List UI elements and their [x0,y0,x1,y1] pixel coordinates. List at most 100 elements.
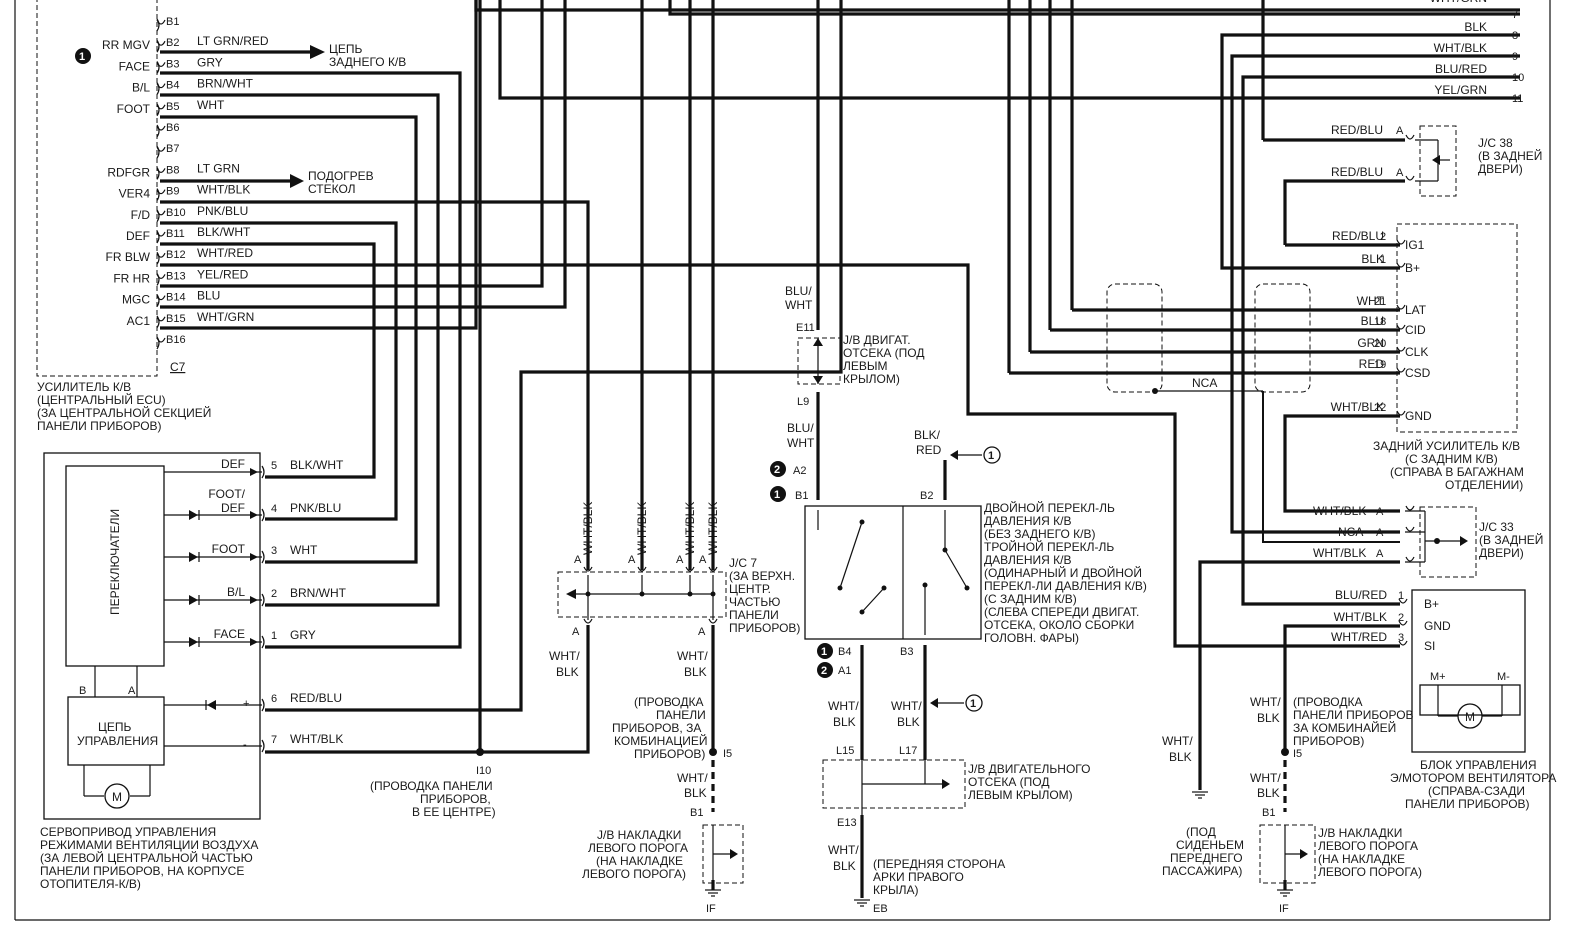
svg-text:ПАНЕЛИ ПРИБОРОВ, НА КОРПУСЕ: ПАНЕЛИ ПРИБОРОВ, НА КОРПУСЕ [40,864,244,878]
ecu-wire-color: BLU [197,289,220,303]
svg-text:A: A [1376,527,1384,539]
ecu-pin-label: RDFGR [107,165,150,179]
jc7-pin-in: A [676,554,684,566]
center-blk-red: BLK/ [914,428,941,442]
svg-text:1: 1 [774,489,780,501]
seat-caption: (ПОД СИДЕНЬЕМ ПЕРЕДНЕГО ПАССАЖИРА) [1162,825,1244,878]
pressure-switch-contacts [817,510,970,635]
fan-inner-box [1419,684,1521,716]
svg-text:(ЗА ВЕРХН.: (ЗА ВЕРХН. [729,569,795,583]
ecu-pin-label: FR HR [113,271,150,285]
sill-jb-right-caption: J/B НАКЛАДКИ ЛЕВОГО ПОРОГА (НА НАКЛАДКЕ … [1318,826,1422,879]
ecu-pin-mark [156,39,160,53]
control-circuit-label: ЦЕПЬ [98,720,132,734]
center-wht-blk-l: WHT/ [828,699,859,713]
fan-m-plus: M+ [1430,671,1446,683]
ecu-pin-mark [156,18,160,32]
ecu-wire-color: YEL/RED [197,267,249,281]
svg-text:ПАНЕЛИ ПРИБОРОВ): ПАНЕЛИ ПРИБОРОВ) [37,419,162,433]
svg-text:ПЕРЕДНЕГО: ПЕРЕДНЕГО [1170,851,1243,865]
fan-m-minus: M- [1497,671,1510,683]
svg-text:1: 1 [970,698,976,710]
jc7-harness-caption: (ПРОВОДКА ПАНЕЛИ ПРИБОРОВ, ЗА КОМБИНАЦИЕ… [612,695,708,761]
ecu-pin-b4: B4 [166,80,179,92]
svg-text:УСИЛИТЕЛЬ К/В: УСИЛИТЕЛЬ К/В [37,380,131,394]
ecu-wire-color: LT GRN/RED [197,34,269,48]
ground-if-right-icon [1277,880,1293,897]
jc38-wire-2: RED/BLU [1331,165,1383,179]
callout-2-a1: 2 [817,662,833,678]
servo-wire-color: BRN/WHT [290,586,347,600]
svg-text:BLK: BLK [833,859,856,873]
servo-pin-label: FOOT [212,542,246,556]
ecu-pin-mark [156,294,160,307]
ground-eb: EB [873,903,888,915]
svg-text:КОМБИНАЦИЕЙ: КОМБИНАЦИЕЙ [614,733,708,748]
svg-text:СТЕКОЛ: СТЕКОЛ [308,182,356,196]
switch-desc-line: ОТСЕКА, ОКОЛО СБОРКИ [984,618,1134,632]
svg-text:J/C 7: J/C 7 [729,556,757,570]
center-a2: A2 [793,465,806,477]
svg-text:ОТДЕЛЕНИИ): ОТДЕЛЕНИИ) [1445,478,1523,492]
fan-motor-icon: M [1437,685,1503,729]
switch-desc-line: (СЛЕВА СПЕРЕДИ ДВИГАТ. [984,605,1139,619]
rear-amp-pin-num: 19 [1374,359,1386,371]
ecu-pin-label: B/L [132,81,150,95]
ecu-wire-color: GRY [197,55,223,69]
svg-text:В ЕЕ ЦЕНТРЕ): В ЕЕ ЦЕНТРЕ) [412,805,496,819]
jc33-wire-1: WHT/BLK [1313,504,1366,518]
ecu-pin-b13: B13 [166,270,186,282]
ecu-wire-color: WHT/BLK [197,183,250,197]
svg-text:ПРИБОРОВ): ПРИБОРОВ) [634,747,705,761]
svg-text:ЛЕВОГО ПОРОГА): ЛЕВОГО ПОРОГА) [582,867,686,881]
rear-amp-pin-num: 22 [1374,402,1386,414]
rear-amp-wire: RED/BLU [1332,229,1384,243]
jb-engine-lower [822,759,966,809]
servo-pin-label: DEF [221,457,245,471]
servo-motor-icon: M [83,765,151,809]
svg-text:BLK: BLK [684,786,707,800]
svg-text:ОТСЕКА (ПОД: ОТСЕКА (ПОД [968,775,1049,789]
ecu-pin-mark [156,336,160,350]
servo-pin-num: 3 [271,545,277,557]
jc7-out-wire-r: WHT/ [677,649,708,663]
callout-1-b3: 1 [930,694,983,712]
servo-pin-b: B [79,685,86,697]
rear-amp-pin-label: CSD [1405,366,1431,380]
svg-text:ЗАДНЕГО К/В: ЗАДНЕГО К/В [329,55,406,69]
svg-text:ЦЕПЬ: ЦЕПЬ [329,42,363,56]
svg-text:ПРИБОРОВ, ЗА: ПРИБОРОВ, ЗА [612,721,701,735]
ecu-pin-mark [156,124,160,138]
center-e13: E13 [837,817,857,829]
svg-text:(ПРОВОДКА ПАНЕЛИ: (ПРОВОДКА ПАНЕЛИ [370,779,493,793]
center-b3: B3 [900,646,913,658]
ecu-wires [160,0,1400,712]
i10-label: I10 [476,765,491,777]
jc7-pin-in: A [628,554,636,566]
sill-jb-right [1259,824,1316,884]
right-harness-caption: (ПРОВОДКА ПАНЕЛИ ПРИБОРОВ ЗА КОМБИНАЙЕЙ … [1293,695,1414,748]
right-i5-label: I5 [1293,748,1302,760]
control-circuit-label-2: УПРАВЛЕНИЯ [77,734,158,748]
rear-amp-pin-num: 20 [1374,338,1386,350]
svg-text:A: A [1396,167,1404,179]
svg-text:J/B ДВИГАТЕЛЬНОГО: J/B ДВИГАТЕЛЬНОГО [968,762,1090,776]
ecu-pin-label: VER4 [119,187,151,201]
svg-text:(С ЗАДНИМ К/В): (С ЗАДНИМ К/В) [1405,452,1498,466]
ecu-wire-color: WHT/GRN [197,310,254,324]
right-wire-color: YEL/GRN [1434,83,1487,97]
svg-text:ЦЕНТР.: ЦЕНТР. [729,582,771,596]
center-blu-wht-top: BLU/ [785,284,812,298]
ecu-pin-b8: B8 [166,164,179,176]
rear-amp-pin-label: LAT [1405,303,1427,317]
ecu-pin-mark [156,82,160,95]
svg-text:ЛЕВЫМ: ЛЕВЫМ [843,359,888,373]
ecu-pin-mark [156,209,160,223]
svg-text:A: A [1396,125,1404,137]
svg-text:M: M [112,790,122,804]
svg-text:ПАНЕЛИ: ПАНЕЛИ [656,708,706,722]
svg-text:(НА НАКЛАДКЕ: (НА НАКЛАДКЕ [596,854,683,868]
